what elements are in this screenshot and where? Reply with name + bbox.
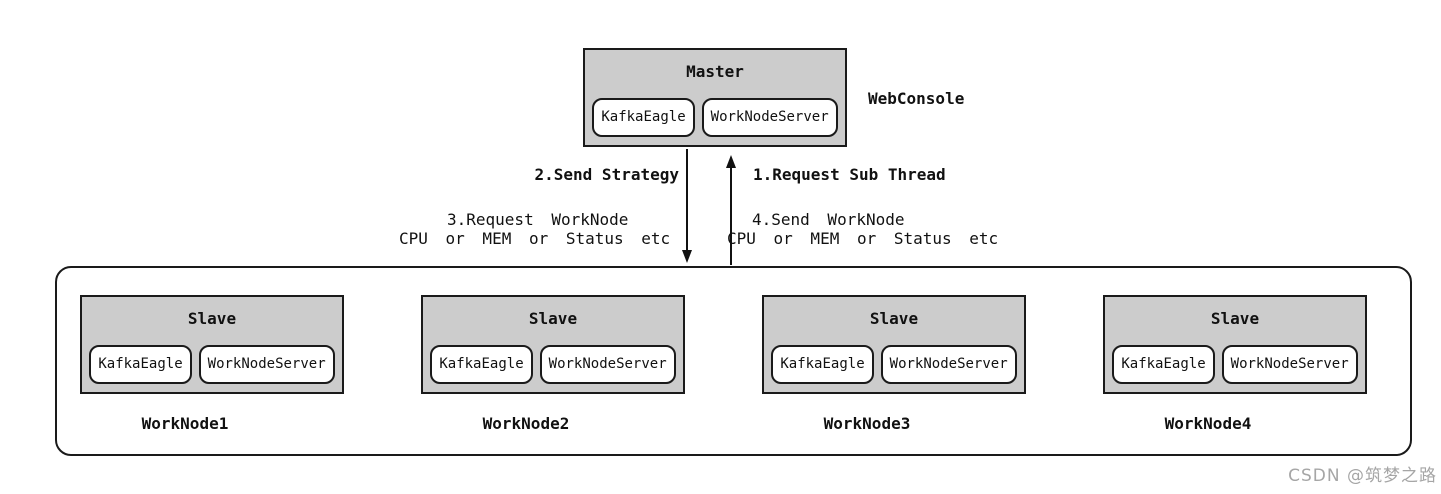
send-worknode-label-line2: CPU or MEM or Status etc	[727, 229, 999, 248]
worknodeserver-box: WorkNodeServer	[1221, 345, 1358, 384]
worknodeserver-box: WorkNodeServer	[701, 98, 838, 137]
slave-4-title: Slave	[1210, 309, 1260, 328]
worknode-3-label: WorkNode3	[823, 414, 911, 433]
slave-node-2: Slave KafkaEagle WorkNodeServer	[421, 295, 685, 394]
request-sub-thread-up-arrow	[726, 155, 736, 265]
slave-2-title: Slave	[528, 309, 578, 328]
master-components: KafkaEagle WorkNodeServer	[585, 98, 845, 137]
slave-3-title: Slave	[869, 309, 919, 328]
worknodeserver-box: WorkNodeServer	[539, 345, 676, 384]
slave-node-3: Slave KafkaEagle WorkNodeServer	[762, 295, 1026, 394]
worknode-4-label: WorkNode4	[1164, 414, 1252, 433]
slave-2-components: KafkaEagle WorkNodeServer	[423, 345, 683, 384]
request-sub-thread-label: 1.Request Sub Thread	[753, 165, 946, 184]
kafkaeagle-box: KafkaEagle	[592, 98, 695, 137]
webconsole-label: WebConsole	[868, 89, 965, 108]
master-title: Master	[686, 62, 744, 81]
slave-1-title: Slave	[187, 309, 237, 328]
worknodeserver-box: WorkNodeServer	[198, 345, 335, 384]
slave-3-components: KafkaEagle WorkNodeServer	[764, 345, 1024, 384]
send-worknode-label-line1: 4.Send WorkNode	[752, 210, 905, 229]
worknodeserver-box: WorkNodeServer	[880, 345, 1017, 384]
slave-node-4: Slave KafkaEagle WorkNodeServer	[1103, 295, 1367, 394]
request-worknode-label-line1: 3.Request WorkNode	[447, 210, 629, 229]
worknode-2-label: WorkNode2	[482, 414, 570, 433]
request-worknode-label-line2: CPU or MEM or Status etc	[399, 229, 671, 248]
master-node: Master KafkaEagle WorkNodeServer	[583, 48, 847, 147]
kafkaeagle-box: KafkaEagle	[1112, 345, 1215, 384]
slave-1-components: KafkaEagle WorkNodeServer	[82, 345, 342, 384]
kafkaeagle-box: KafkaEagle	[771, 345, 874, 384]
kafkaeagle-box: KafkaEagle	[89, 345, 192, 384]
slave-4-components: KafkaEagle WorkNodeServer	[1105, 345, 1365, 384]
send-strategy-label: 2.Send Strategy	[534, 165, 680, 184]
kafkaeagle-box: KafkaEagle	[430, 345, 533, 384]
watermark-text: CSDN @筑梦之路	[1288, 466, 1437, 486]
send-strategy-down-arrow	[682, 149, 692, 263]
slave-node-1: Slave KafkaEagle WorkNodeServer	[80, 295, 344, 394]
worknode-1-label: WorkNode1	[141, 414, 229, 433]
